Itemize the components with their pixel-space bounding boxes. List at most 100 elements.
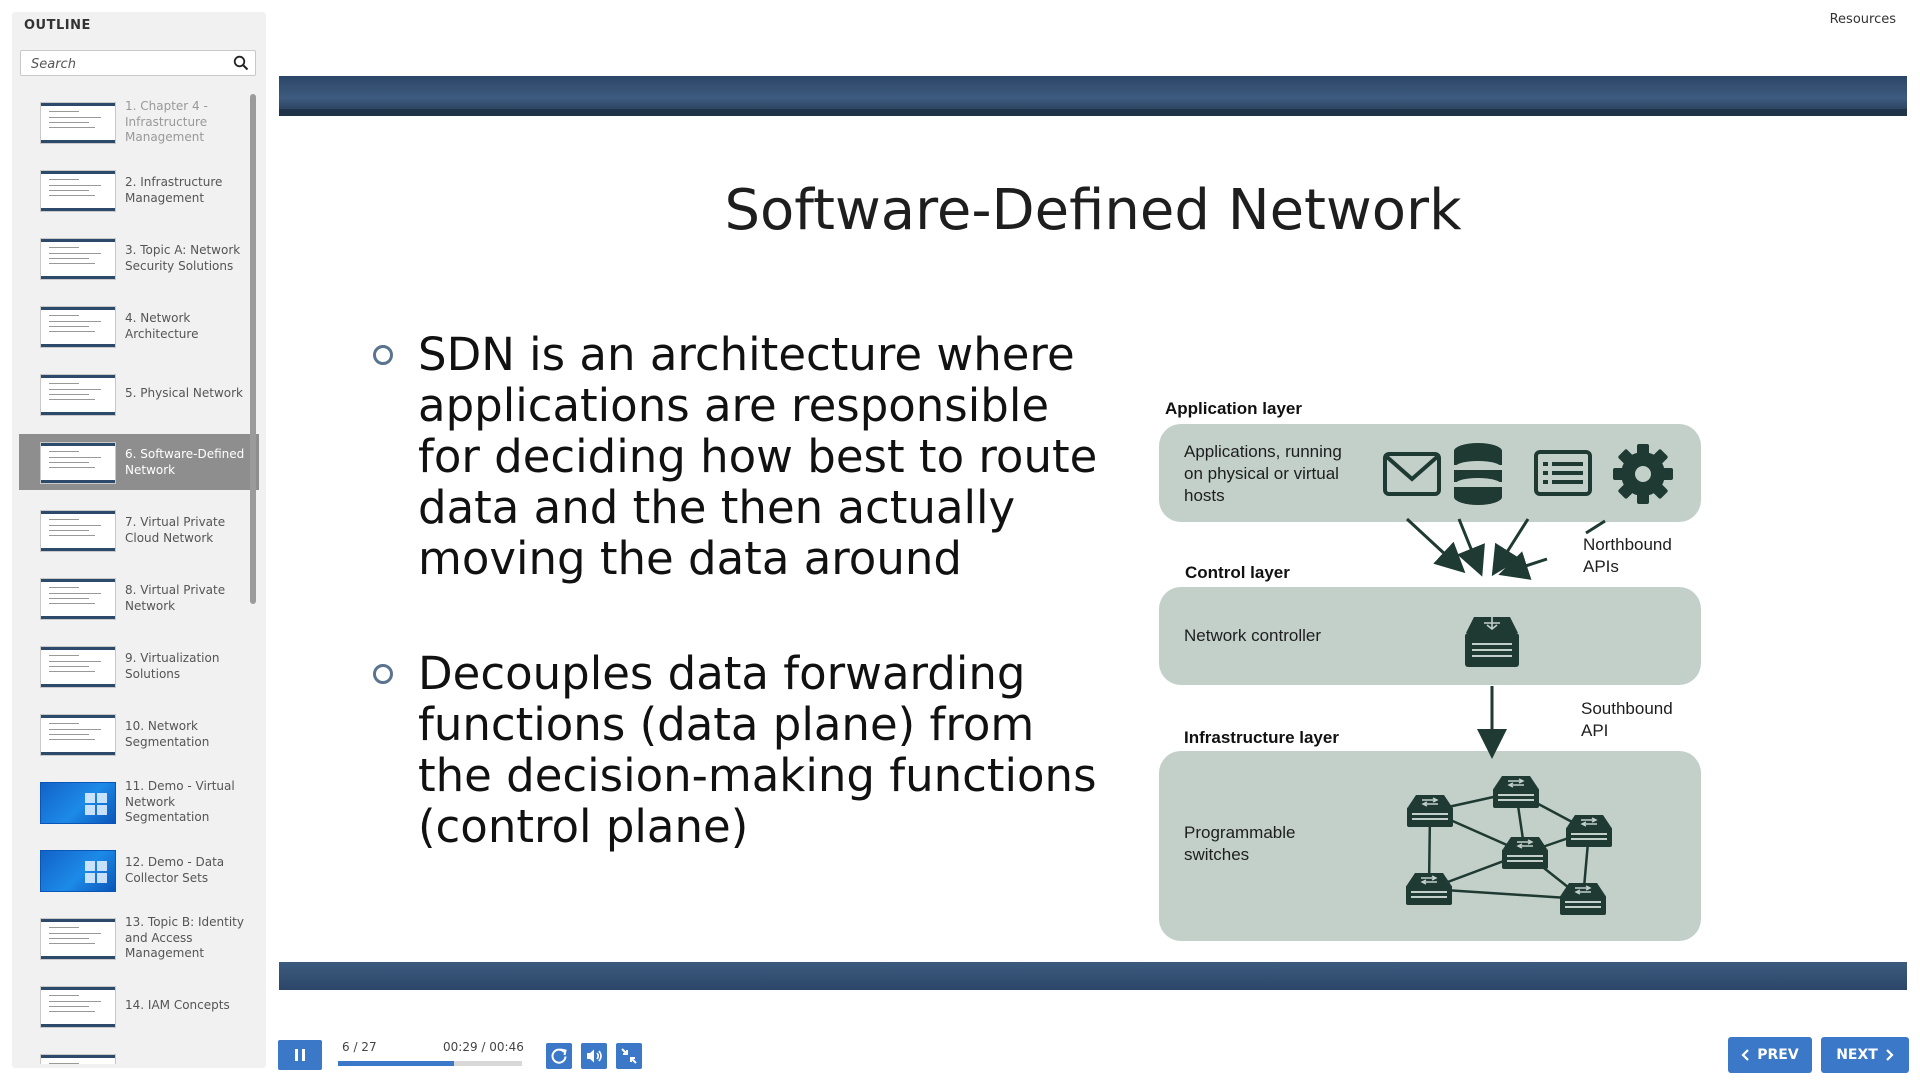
slide-thumbnail <box>40 442 116 484</box>
progress-bar[interactable] <box>338 1061 522 1066</box>
slide-thumbnail <box>40 850 116 892</box>
outline-slide-item[interactable]: 14. IAM Concepts <box>19 978 259 1034</box>
southbound-label: Southbound API <box>1581 699 1673 740</box>
bullet-text: SDN is an architecture where application… <box>418 328 1098 585</box>
bullet-text: Decouples data forwarding functions (dat… <box>418 647 1097 853</box>
control-layer-box <box>1159 587 1701 685</box>
collapse-icon <box>621 1048 637 1064</box>
slide-item-label: 3. Topic A: Network Security Solutions <box>125 243 241 273</box>
slide-footer-band <box>279 962 1907 990</box>
progress-fill <box>338 1061 454 1066</box>
outline-slide-item[interactable]: 13. Topic B: Identity and Access Managem… <box>19 910 259 966</box>
next-button[interactable]: NEXT <box>1821 1037 1909 1073</box>
pause-icon <box>295 1049 305 1061</box>
outline-scrollbar[interactable] <box>250 94 256 604</box>
bullet-2: Decouples data forwarding functions (dat… <box>373 648 1097 868</box>
next-label: NEXT <box>1836 1047 1878 1063</box>
volume-icon <box>587 1049 602 1063</box>
switch-icon <box>1405 872 1453 906</box>
slide-title: Software-Defined Network <box>724 178 1462 243</box>
outline-slide-item[interactable]: 2. Infrastructure Management <box>19 162 259 218</box>
outline-slide-item[interactable]: 6. Software-Defined Network <box>19 434 259 490</box>
slide-canvas: Software-Defined Network SDN is an archi… <box>279 76 1907 990</box>
slide-thumbnail <box>40 646 116 688</box>
slide-thumbnail <box>40 1054 116 1064</box>
outline-slide-item[interactable]: 8. Virtual Private Network <box>19 570 259 626</box>
slide-thumbnail <box>40 578 116 620</box>
pause-button[interactable] <box>278 1040 322 1070</box>
slide-item-label: 1. Chapter 4 - Infrastructure Management <box>125 99 208 144</box>
slide-thumbnail <box>40 986 116 1028</box>
northbound-label: Northbound APIs <box>1583 535 1672 576</box>
slide-thumbnail <box>40 102 116 144</box>
outline-slide-item[interactable]: 7. Virtual Private Cloud Network <box>19 502 259 558</box>
slide-thumbnail <box>40 714 116 756</box>
outline-slide-item[interactable]: 9. Virtualization Solutions <box>19 638 259 694</box>
outline-slide-item[interactable]: 11. Demo - Virtual Network Segmentation <box>19 774 259 830</box>
application-layer-title: Application layer <box>1165 399 1302 418</box>
slide-item-label: 8. Virtual Private Network <box>125 583 226 613</box>
slide-item-label: 2. Infrastructure Management <box>125 175 223 205</box>
diagram-graphics <box>1383 443 1673 916</box>
slide-list: 1. Chapter 4 - Infrastructure Management… <box>19 94 259 1064</box>
switch-icon <box>1559 882 1607 916</box>
slide-thumbnail <box>40 918 116 960</box>
replay-icon <box>551 1048 567 1064</box>
resources-link[interactable]: Resources <box>1829 12 1896 27</box>
search-input[interactable] <box>29 54 223 74</box>
sdn-diagram: Application layer Applications, running … <box>1159 321 1719 941</box>
switch-icon <box>1492 775 1540 809</box>
outline-slide-item[interactable]: 4. Network Architecture <box>19 298 259 354</box>
switches-text: Programmable switches <box>1184 823 1296 864</box>
slide-item-label: 7. Virtual Private Cloud Network <box>125 515 226 545</box>
windows-logo-icon <box>85 793 107 815</box>
replay-button[interactable] <box>546 1043 572 1069</box>
slide-header-band <box>279 76 1907 116</box>
slide-item-label: 11. Demo - Virtual Network Segmentation <box>125 779 235 824</box>
slide-item-label: 6. Software-Defined Network <box>125 447 245 477</box>
switch-icon <box>1501 836 1549 870</box>
outline-slide-item[interactable]: 3. Topic A: Network Security Solutions <box>19 230 259 286</box>
database-icon <box>1454 443 1502 505</box>
control-layer-title: Control layer <box>1185 563 1290 582</box>
outline-title: OUTLINE <box>24 18 91 33</box>
volume-button[interactable] <box>581 1043 607 1069</box>
gear-icon <box>1613 444 1673 504</box>
chevron-right-icon <box>1886 1049 1894 1061</box>
slide-thumbnail <box>40 170 116 212</box>
time-readout: 00:29 / 00:46 <box>443 1040 524 1054</box>
switch-icon <box>1565 814 1613 848</box>
outline-slide-item[interactable]: 5. Physical Network <box>19 366 259 422</box>
controller-icon <box>1465 617 1519 667</box>
slide-item-label: 9. Virtualization Solutions <box>125 651 220 681</box>
controller-text: Network controller <box>1184 626 1321 645</box>
prev-label: PREV <box>1757 1047 1799 1063</box>
bullet-1: SDN is an architecture where application… <box>373 329 1097 649</box>
outline-slide-item[interactable]: 10. Network Segmentation <box>19 706 259 762</box>
prev-button[interactable]: PREV <box>1728 1037 1812 1073</box>
fullscreen-button[interactable] <box>616 1043 642 1069</box>
slide-item-label: 12. Demo - Data Collector Sets <box>125 855 225 885</box>
search-box[interactable] <box>20 50 256 76</box>
outline-sidebar: OUTLINE 1. Chapter 4 - Infrastructure Ma… <box>12 12 266 1068</box>
slide-thumbnail <box>40 510 116 552</box>
slide-item-label: 5. Physical Network <box>125 386 243 400</box>
slide-item-label: 4. Network Architecture <box>125 311 199 341</box>
infrastructure-layer-title: Infrastructure layer <box>1184 728 1339 747</box>
bullet-ring-icon <box>373 664 393 684</box>
slide-thumbnail <box>40 306 116 348</box>
search-icon[interactable] <box>233 55 249 71</box>
slide-thumbnail <box>40 374 116 416</box>
windows-logo-icon <box>85 861 107 883</box>
bullet-ring-icon <box>373 345 393 365</box>
slide-thumbnail <box>40 782 116 824</box>
list-icon <box>1534 450 1592 496</box>
outline-slide-item[interactable]: 12. Demo - Data Collector Sets <box>19 842 259 898</box>
slide-item-label: 13. Topic B: Identity and Access Managem… <box>125 915 244 960</box>
outline-slide-item[interactable] <box>19 1046 259 1064</box>
application-layer-box <box>1159 424 1701 522</box>
chevron-left-icon <box>1741 1049 1750 1061</box>
slide-item-label: 14. IAM Concepts <box>125 998 230 1012</box>
outline-slide-item[interactable]: 1. Chapter 4 - Infrastructure Management <box>19 94 259 150</box>
application-text: Applications, running on physical or vir… <box>1184 442 1342 505</box>
